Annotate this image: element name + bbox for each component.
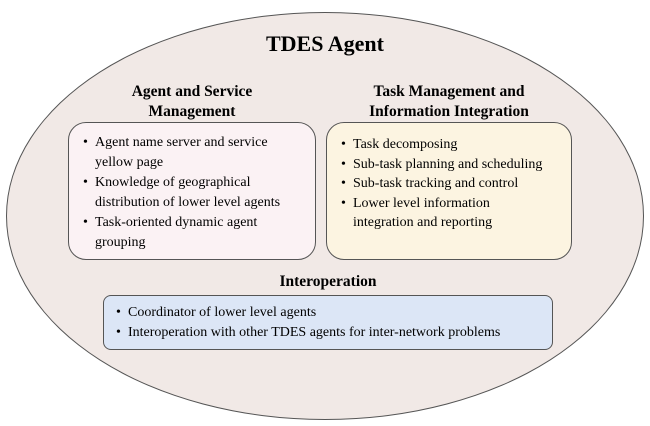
agent-service-heading-line2: Management xyxy=(148,103,236,120)
diagram-title: TDES Agent xyxy=(266,31,384,56)
item-line: Sub-task tracking and control xyxy=(353,176,519,191)
agent-service-box: Agent name server and service yellow pag… xyxy=(68,122,316,260)
interoperation-list: Coordinator of lower level agents Intero… xyxy=(115,303,544,342)
list-item: Knowledge of geographical distribution o… xyxy=(82,173,305,212)
task-management-list: Task decomposing Sub-task planning and s… xyxy=(340,135,563,233)
task-management-heading-line1: Task Management and xyxy=(373,83,525,100)
list-item: Coordinator of lower level agents xyxy=(115,303,544,323)
list-item: Task-oriented dynamic agent grouping xyxy=(82,213,305,252)
item-line: Agent name server and service xyxy=(95,135,268,150)
list-item: Agent name server and service yellow pag… xyxy=(82,133,305,172)
list-item: Lower level information integration and … xyxy=(340,194,563,233)
list-item: Sub-task planning and scheduling xyxy=(340,155,563,175)
task-management-heading: Task Management and Information Integrat… xyxy=(326,82,572,122)
item-line: distribution of lower level agents xyxy=(95,194,281,210)
interoperation-box: Coordinator of lower level agents Intero… xyxy=(103,295,553,350)
agent-service-list: Agent name server and service yellow pag… xyxy=(82,133,305,252)
item-line: integration and reporting xyxy=(353,215,493,230)
item-line: Sub-task planning and scheduling xyxy=(353,156,543,172)
item-line: Task decomposing xyxy=(353,137,458,152)
item-line: Interoperation with other TDES agents fo… xyxy=(128,324,501,340)
item-line: grouping xyxy=(95,234,146,250)
item-line: Task-oriented dynamic agent xyxy=(95,215,258,230)
task-management-heading-line2: Information Integration xyxy=(369,103,529,120)
item-line: Coordinator of lower level agents xyxy=(128,305,317,320)
interoperation-heading: Interoperation xyxy=(279,273,377,290)
list-item: Sub-task tracking and control xyxy=(340,174,563,194)
task-management-box: Task decomposing Sub-task planning and s… xyxy=(326,122,572,260)
list-item: Task decomposing xyxy=(340,135,563,155)
list-item: Interoperation with other TDES agents fo… xyxy=(115,323,544,343)
item-line: Lower level information xyxy=(353,195,490,211)
item-line: Knowledge of geographical xyxy=(95,175,251,190)
agent-service-heading: Agent and Service Management xyxy=(68,82,316,122)
agent-service-heading-line1: Agent and Service xyxy=(131,83,253,100)
item-line: yellow page xyxy=(95,154,164,170)
